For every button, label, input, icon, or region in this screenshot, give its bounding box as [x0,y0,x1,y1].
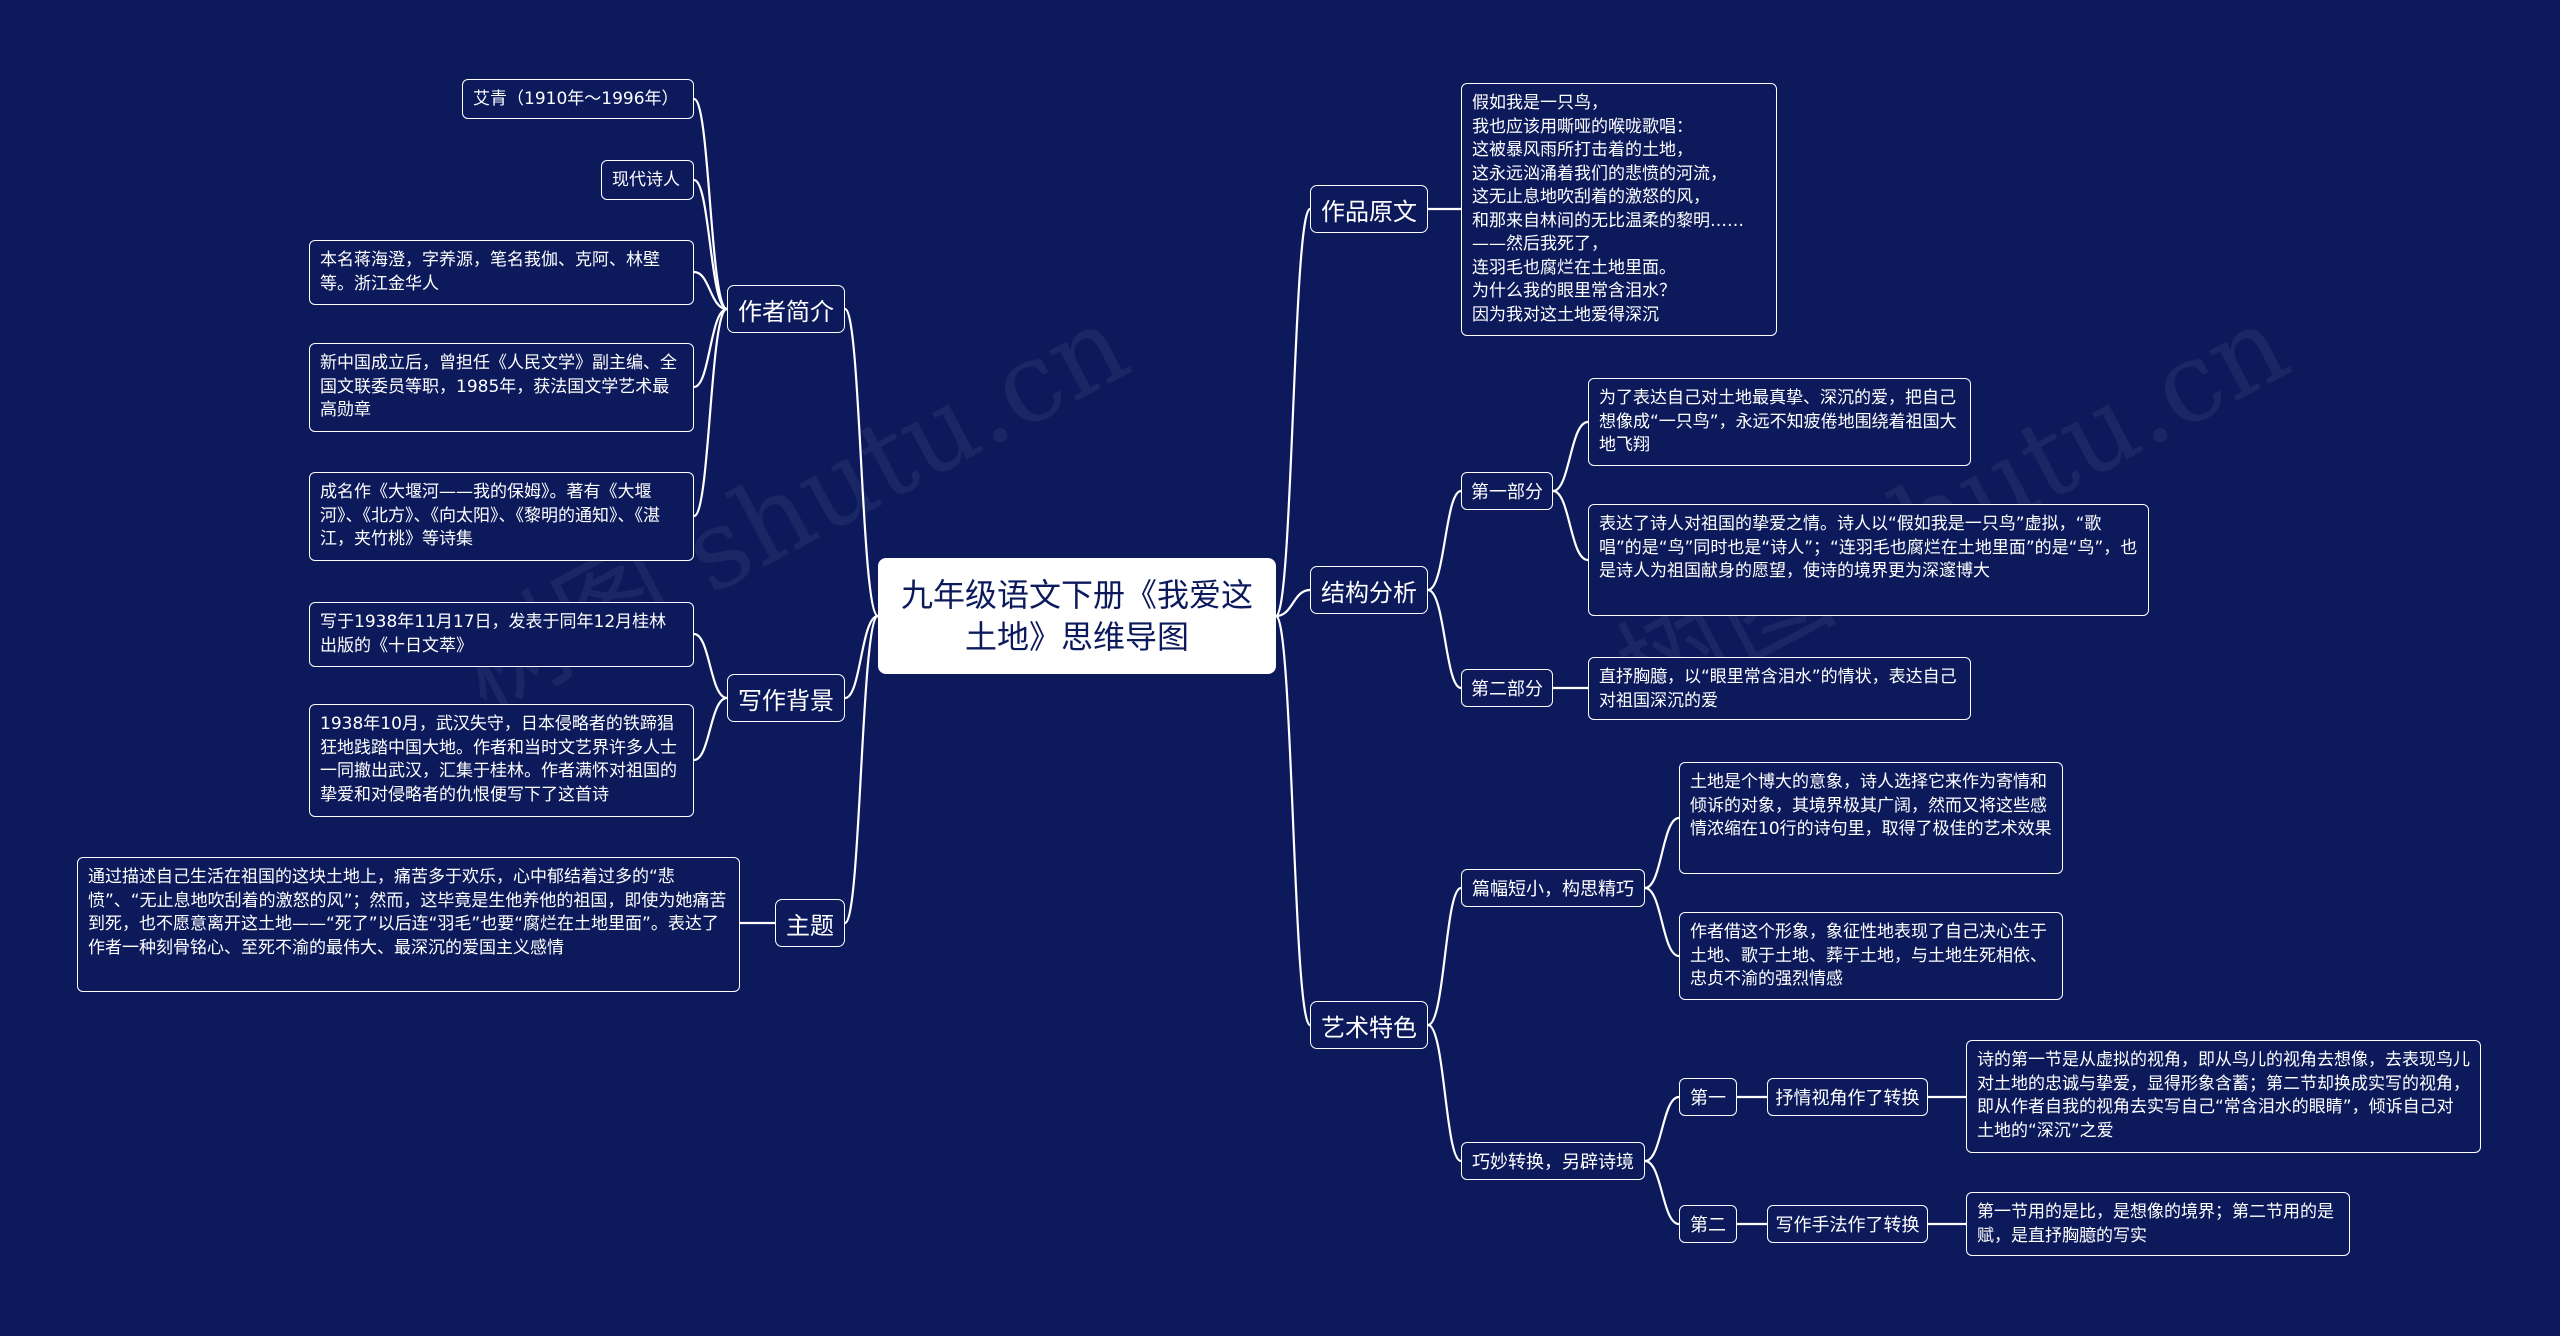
shift-second[interactable]: 第二 [1679,1205,1737,1243]
background-item[interactable]: 1938年10月，武汉失守，日本侵略者的铁蹄猖狂地践踏中国大地。作者和当时文艺界… [309,704,694,817]
root-title[interactable]: 九年级语文下册《我爱这土地》思维导图 [878,558,1276,674]
structure-part2[interactable]: 第二部分 [1461,669,1553,707]
connector-line [693,696,728,762]
connector-line [1274,207,1312,618]
connector-line [1552,489,1589,562]
connector-line [693,307,728,389]
branch-author[interactable]: 作者简介 [727,285,845,333]
structure-part1[interactable]: 第一部分 [1461,472,1553,510]
connector-line [1644,886,1680,958]
connector-line [692,307,729,518]
branch-original[interactable]: 作品原文 [1310,185,1428,233]
connector-line [1427,588,1462,690]
connector-line [1427,886,1462,1027]
connector-line [843,614,880,925]
part2-text[interactable]: 直抒胸臆，以“眼里常含泪水”的情状，表达自己对祖国深沉的爱 [1588,657,1971,720]
connector-line [693,178,728,311]
branch-background[interactable]: 写作背景 [727,674,845,722]
connector-line [1644,816,1680,890]
connector-line [1275,588,1311,618]
original-text[interactable]: 假如我是一只鸟， 我也应该用嘶哑的喉咙歌唱： 这被暴风雨所打击着的土地， 这永远… [1461,83,1777,336]
branch-structure[interactable]: 结构分析 [1310,566,1428,614]
part1-item[interactable]: 表达了诗人对祖国的挚爱之情。诗人以“假如我是一只鸟”虚拟，“歌唱”的是“鸟”同时… [1588,504,2149,616]
author-item[interactable]: 现代诗人 [601,160,694,200]
connector-line [1427,1023,1462,1163]
author-item[interactable]: 新中国成立后，曾担任《人民文学》副主编、全国文联委员等职，1985年，获法国文学… [309,343,694,432]
connector-line [1644,1159,1680,1226]
connector-line [693,270,728,311]
connector-line [1552,420,1589,493]
connector-line [843,307,880,618]
shift-first[interactable]: 第一 [1679,1078,1737,1116]
connector-line [1644,1095,1680,1163]
part1-item[interactable]: 为了表达自己对土地最真挚、深沉的爱，把自己想像成“一只鸟”，永远不知疲倦地围绕着… [1588,378,1971,466]
branch-theme[interactable]: 主题 [775,899,845,947]
art-short-item[interactable]: 土地是个博大的意象，诗人选择它来作为寄情和倾诉的对象，其境界极其广阔，然而又将这… [1679,762,2063,874]
art-short-item[interactable]: 作者借这个形象，象征性地表现了自己决心生于土地、歌于土地、葬于土地，与土地生死相… [1679,912,2063,1000]
background-item[interactable]: 写于1938年11月17日，发表于同年12月桂林出版的《十日文萃》 [309,602,694,667]
shift-second-sub[interactable]: 写作手法作了转换 [1767,1205,1928,1243]
shift-first-sub[interactable]: 抒情视角作了转换 [1767,1078,1928,1116]
author-item[interactable]: 本名蒋海澄，字养源，笔名莪伽、克阿、林壁等。浙江金华人 [309,240,694,305]
connector-line [844,614,879,700]
art-shift[interactable]: 巧妙转换，另辟诗境 [1461,1142,1645,1180]
connector-line [693,632,728,700]
author-item[interactable]: 成名作《大堰河——我的保姆》。著有《大堰河》、《北方》、《向太阳》、《黎明的通知… [309,472,694,561]
connector-line [1274,614,1312,1027]
connector-line [1427,489,1462,592]
branch-art[interactable]: 艺术特色 [1310,1001,1428,1049]
author-item[interactable]: 艾青（1910年～1996年） [462,79,694,119]
connector-line [692,97,729,311]
art-short[interactable]: 篇幅短小，构思精巧 [1461,869,1645,907]
shift-first-text[interactable]: 诗的第一节是从虚拟的视角，即从鸟儿的视角去想像，去表现鸟儿对土地的忠诚与挚爱，显… [1966,1040,2481,1153]
theme-text[interactable]: 通过描述自己生活在祖国的这块土地上，痛苦多于欢乐，心中郁结着过多的“悲愤”、“无… [77,857,740,992]
shift-second-text[interactable]: 第一节用的是比，是想像的境界；第二节用的是赋，是直抒胸臆的写实 [1966,1192,2350,1256]
